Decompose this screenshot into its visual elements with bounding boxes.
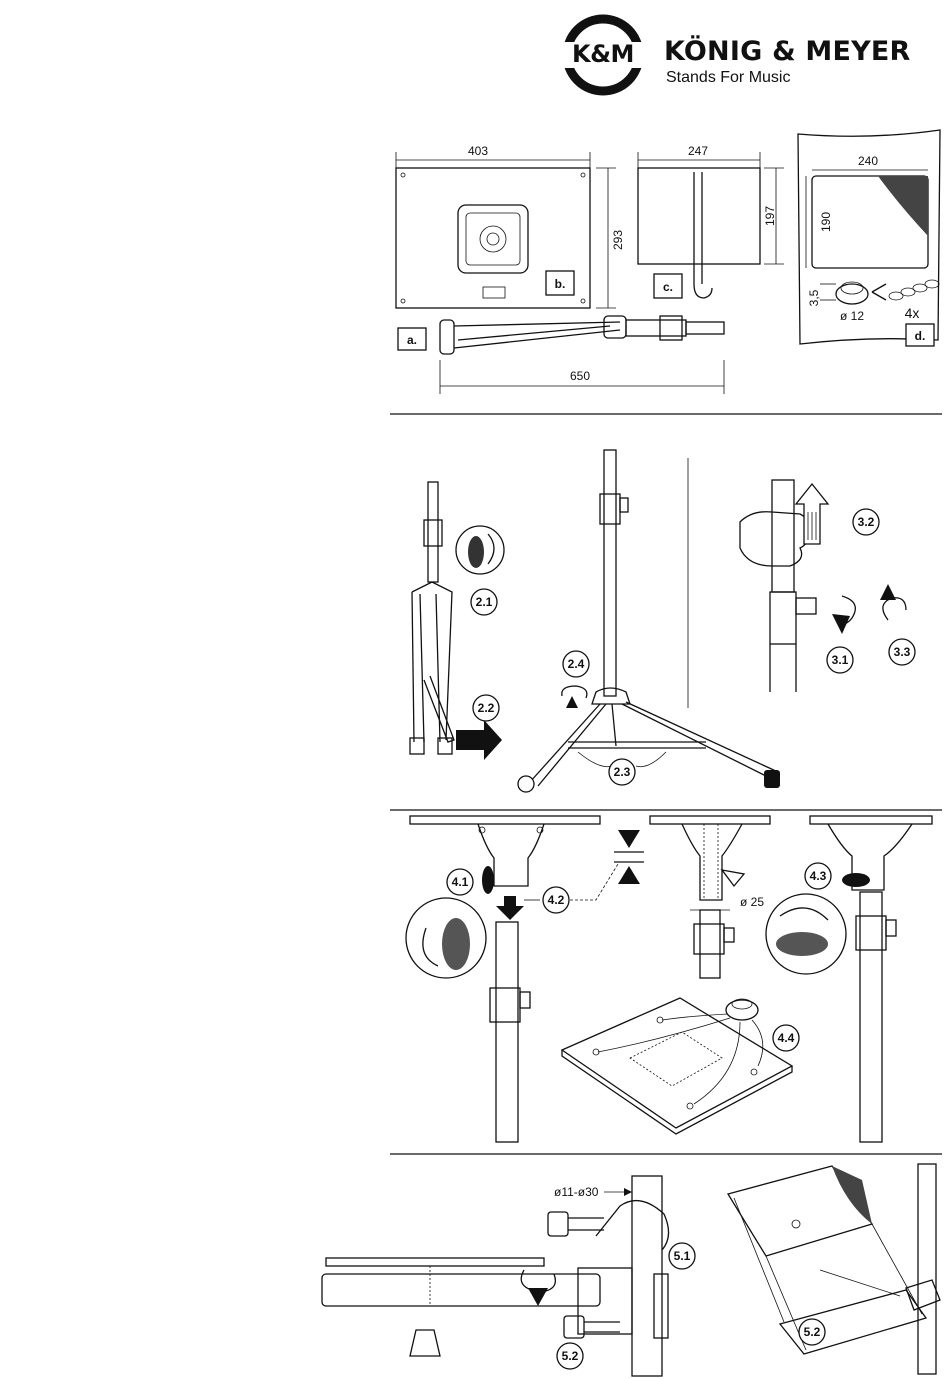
step-3-2: 3.2 (858, 515, 875, 529)
clamp-range: ø11-ø30 (554, 1185, 599, 1199)
arrow-right-icon (456, 720, 502, 760)
clamp-section: ø11-ø30 5.1 5.2 (322, 1164, 940, 1376)
dim-foot-diameter: ø 12 (840, 309, 864, 323)
arrow-down-icon (496, 896, 524, 920)
step-3-1: 3.1 (832, 653, 849, 667)
plate-side-view (638, 168, 760, 264)
label-d: d. (915, 329, 926, 343)
overview-section: 403 293 b. 247 197 (396, 130, 940, 394)
foot-count: 4x (905, 305, 920, 321)
dim-plate-width: 403 (468, 144, 488, 158)
step-2-3: 2.3 (614, 765, 631, 779)
step-4-2: 4.2 (548, 893, 565, 907)
dim-pad-width: 240 (858, 154, 878, 168)
plate-perspective (562, 998, 792, 1128)
dim-pad-height: 190 (819, 212, 833, 232)
step-4-4: 4.4 (778, 1031, 795, 1045)
step-5-2-b: 5.2 (804, 1325, 821, 1339)
dim-side-height: 197 (763, 206, 777, 226)
dim-stand-length: 650 (570, 369, 590, 383)
tube-diameter: ø 25 (740, 895, 764, 909)
label-c: c. (663, 280, 673, 294)
step-5-2: 5.2 (562, 1349, 579, 1363)
step-2-2: 2.2 (478, 701, 495, 715)
step-2-1: 2.1 (476, 595, 493, 609)
rotate-up-icon (883, 598, 906, 620)
dim-side-width: 247 (688, 144, 708, 158)
step-2-4: 2.4 (568, 657, 585, 671)
step-4-3: 4.3 (810, 869, 827, 883)
step-5-1: 5.1 (674, 1249, 691, 1263)
step-3-3: 3.3 (894, 645, 911, 659)
stand-setup-section: 2.1 2.2 2.4 2.3 (410, 450, 915, 792)
plate-mount-section: 4.1 4.2 ø 25 (406, 816, 932, 1142)
label-a: a. (407, 333, 417, 347)
mount-tube (632, 1176, 662, 1376)
label-b: b. (555, 277, 566, 291)
step-4-1: 4.1 (452, 875, 469, 889)
dim-foot-height: 3,5 (807, 289, 821, 306)
rotate-arrow-icon (562, 686, 587, 698)
dim-plate-height: 293 (611, 230, 625, 250)
